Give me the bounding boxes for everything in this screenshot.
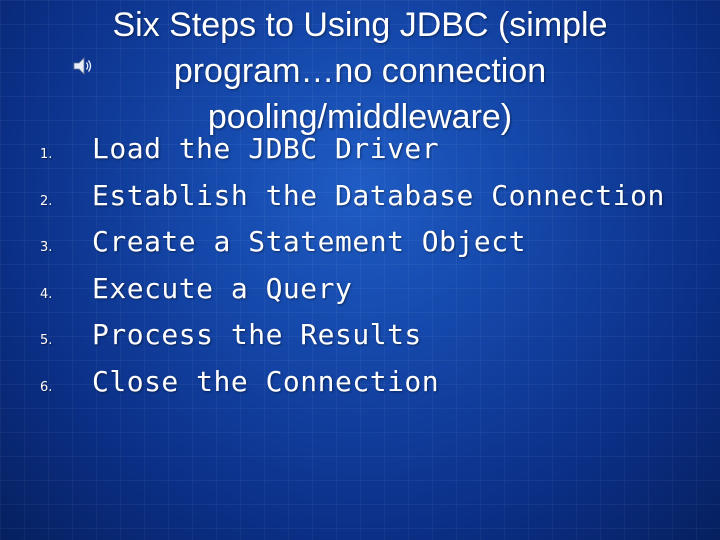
list-item: 2. Establish the Database Connection [40,179,665,226]
step-number: 5. [40,333,53,348]
list-item: 1. Load the JDBC Driver [40,132,665,179]
step-label: Establish the Database Connection [92,178,665,212]
list-item: 3. Create a Statement Object [40,225,665,272]
step-number: 6. [40,379,53,395]
step-number: 4. [40,286,53,302]
list-item: 4. Execute a Query [40,272,665,319]
step-label: Create a Statement Object [92,225,526,258]
step-number: 2. [40,193,53,209]
list-item: 6. Close the Connection [40,365,665,412]
step-label: Load the JDBC Driver [92,132,440,165]
step-label: Process the Results [92,318,422,351]
slide-title: Six Steps to Using JDBC (simple program…… [0,2,720,140]
steps-list: 1. Load the JDBC Driver 2. Establish the… [40,132,665,411]
title-line: Six Steps to Using JDBC (simple [112,6,608,44]
step-number: 3. [40,240,53,255]
step-label: Close the Connection [92,364,440,398]
step-label: Execute a Query [92,271,353,305]
list-item: 5. Process the Results [40,318,665,365]
title-line: program…no connection [173,52,547,90]
speaker-icon[interactable] [72,56,94,76]
step-number: 1. [40,147,53,162]
title-line: pooling/middleware) [207,98,513,136]
